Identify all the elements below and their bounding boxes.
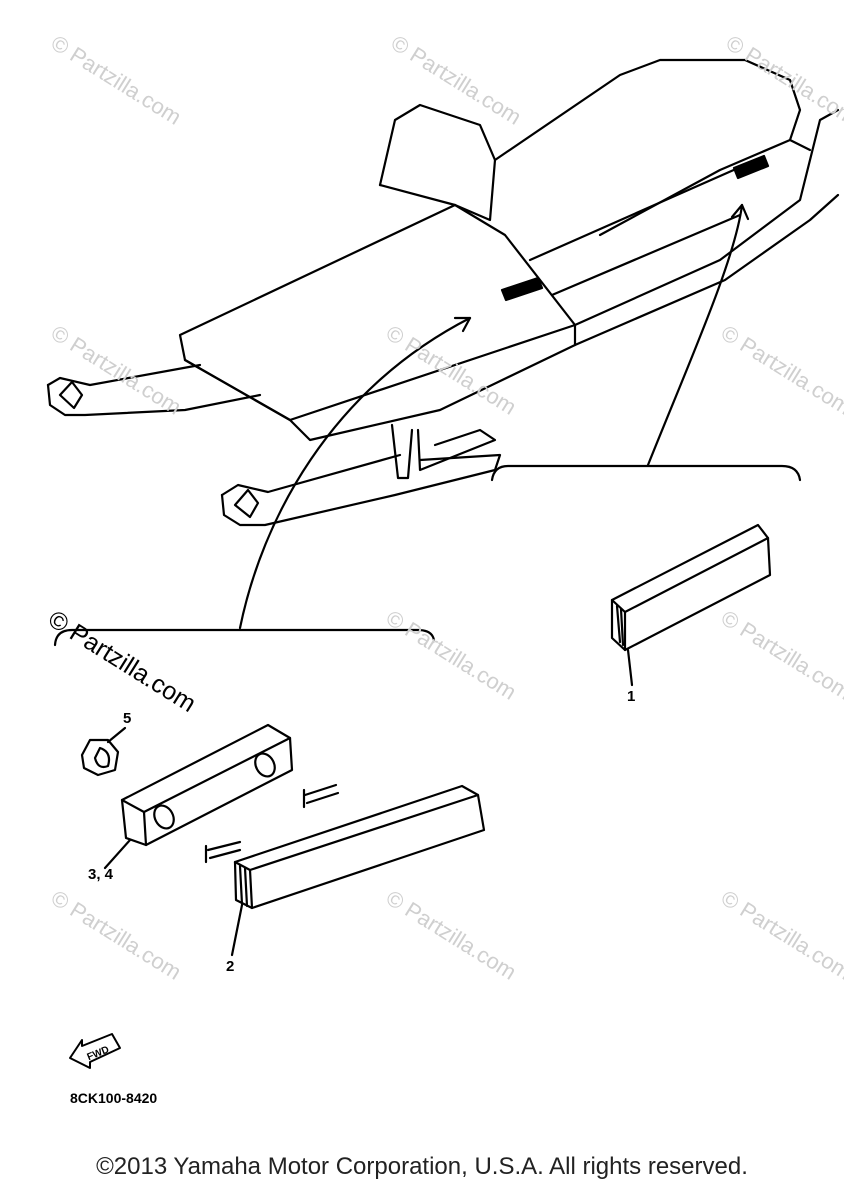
part-5-nut <box>80 738 120 777</box>
part-2-reflector <box>204 783 486 910</box>
leader-part-2 <box>230 903 244 957</box>
callout-part-2: 2 <box>226 958 235 975</box>
part-1-reflector <box>610 523 772 652</box>
body-reflector-front <box>500 276 544 302</box>
copyright-notice: ©2013 Yamaha Motor Corporation, U.S.A. A… <box>96 1153 748 1180</box>
leader-line-front <box>238 316 472 630</box>
detail-bracket-left <box>53 628 436 647</box>
callout-part-5: 5 <box>123 710 132 727</box>
snowmobile-illustration <box>46 58 840 527</box>
leader-part-5 <box>106 726 127 744</box>
body-reflector-rear <box>732 154 770 180</box>
diagram-code: 8CK100-8420 <box>70 1090 158 1106</box>
part-3-4-bracket <box>120 723 294 847</box>
fwd-arrow-icon: FWD <box>69 1033 121 1069</box>
callout-part-1: 1 <box>627 688 636 705</box>
fwd-label: FWD <box>86 1044 111 1063</box>
detail-bracket-right <box>490 464 802 482</box>
callout-part-3-4: 3, 4 <box>88 866 114 883</box>
leader-part-1 <box>626 648 634 687</box>
leader-part-3-4 <box>103 838 132 870</box>
leader-line-rear <box>646 203 744 467</box>
